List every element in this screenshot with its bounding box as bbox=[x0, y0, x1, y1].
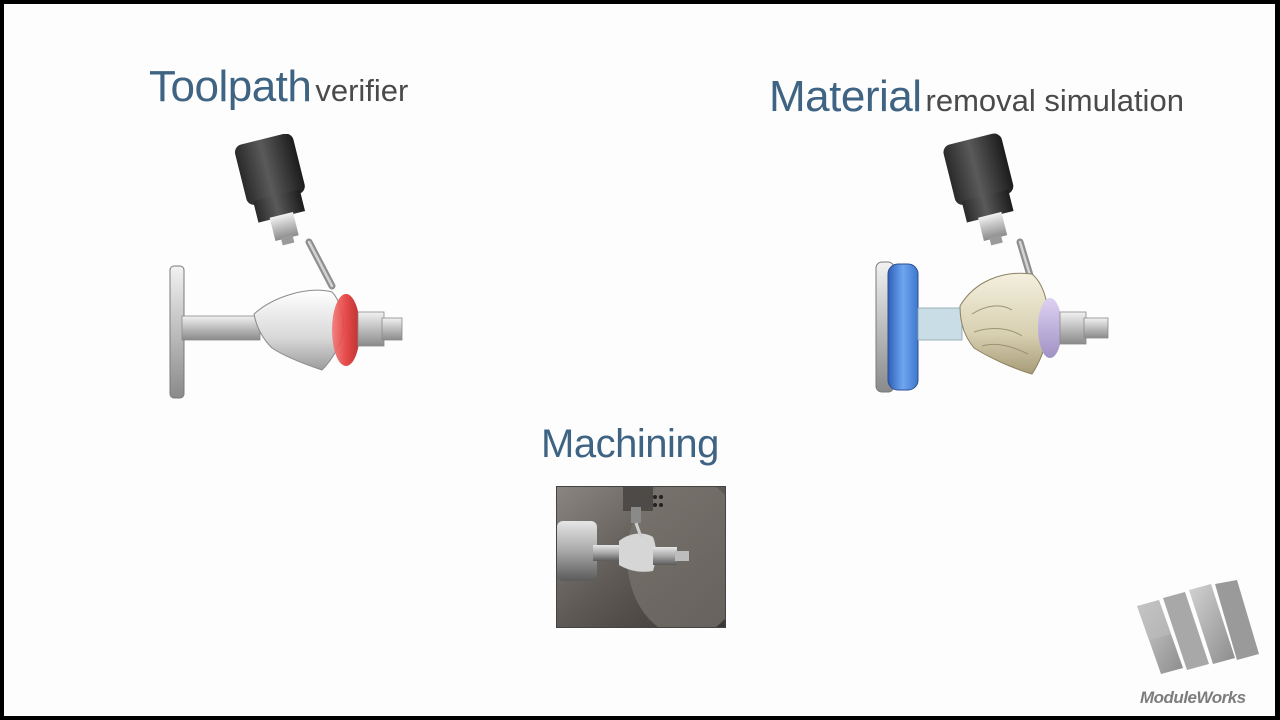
moduleworks-logo bbox=[1137, 580, 1259, 674]
material-removal-illustration bbox=[875, 133, 1109, 393]
machining-photo bbox=[556, 486, 726, 628]
machining-photo-image bbox=[557, 487, 725, 627]
material-title-main: Material bbox=[769, 72, 922, 121]
moduleworks-logo-text: ModuleWorks bbox=[1140, 688, 1246, 707]
material-title-sub: removal simulation bbox=[925, 83, 1184, 118]
toolpath-title-main: Toolpath bbox=[149, 62, 312, 111]
machining-title-main: Machining bbox=[541, 422, 719, 466]
toolpath-title-sub: verifier bbox=[315, 73, 409, 108]
toolpath-verifier-illustration bbox=[169, 134, 403, 399]
machining-title: Machining bbox=[541, 422, 719, 467]
